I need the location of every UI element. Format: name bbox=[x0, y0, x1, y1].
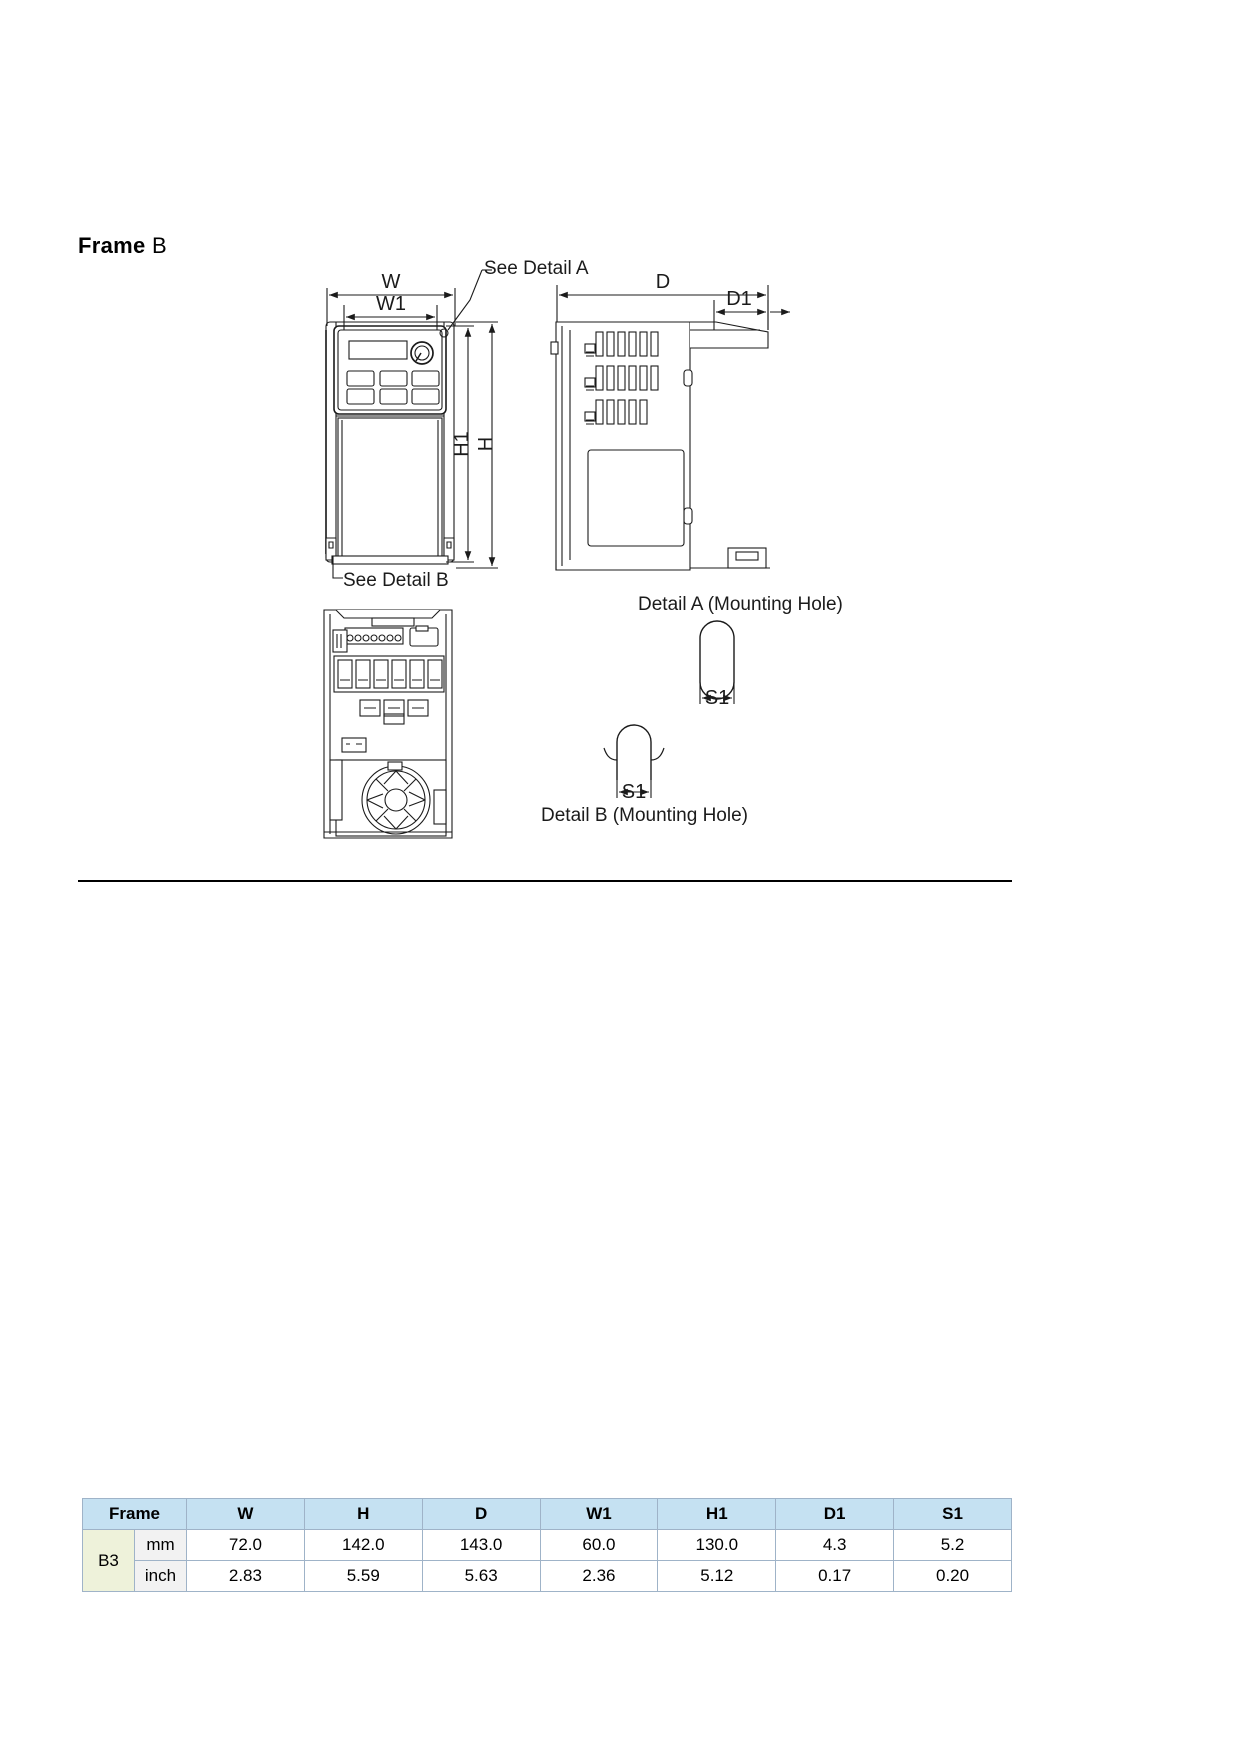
see-detail-b-label: See Detail B bbox=[343, 570, 449, 591]
table-row: B3 mm 72.0 142.0 143.0 60.0 130.0 4.3 5.… bbox=[82, 1529, 1012, 1592]
cell-inch-d1: 0.17 bbox=[775, 1560, 895, 1592]
table-header-w1: W1 bbox=[539, 1498, 659, 1530]
unit-cell-inch: inch bbox=[134, 1560, 187, 1592]
cell-inch-w1: 2.36 bbox=[539, 1560, 659, 1592]
dim-label-s1-detail-b: S1 bbox=[622, 781, 646, 803]
dim-d bbox=[556, 285, 769, 330]
cell-mm-w1: 60.0 bbox=[539, 1529, 659, 1561]
side-view bbox=[550, 321, 770, 571]
table-header-s1: S1 bbox=[893, 1498, 1012, 1530]
dim-h bbox=[456, 321, 498, 569]
leader-see-detail-b bbox=[332, 556, 343, 579]
dim-label-h: H bbox=[475, 437, 497, 451]
dim-h1 bbox=[446, 325, 474, 563]
see-detail-a-label: See Detail A bbox=[484, 258, 589, 279]
table-header-d1: D1 bbox=[775, 1498, 895, 1530]
leader-see-detail-a bbox=[439, 269, 492, 338]
dim-label-d: D bbox=[656, 271, 670, 293]
dimension-table-container: Frame W H D W1 H1 D1 S1 B3 mm 72.0 142.0… bbox=[82, 1498, 1012, 1592]
dim-w1 bbox=[343, 305, 438, 330]
dim-label-w1: W1 bbox=[376, 293, 406, 315]
cell-mm-d: 143.0 bbox=[421, 1529, 541, 1561]
page-title-frame-letter: B bbox=[151, 233, 167, 258]
page-title: Frame B bbox=[78, 233, 167, 259]
cell-mm-h: 142.0 bbox=[303, 1529, 423, 1561]
cell-mm-h1: 130.0 bbox=[657, 1529, 777, 1561]
detail-b-caption: Detail B (Mounting Hole) bbox=[541, 805, 748, 826]
page-title-bold: Frame bbox=[78, 233, 146, 258]
table-header-w: W bbox=[186, 1498, 305, 1530]
dim-label-d1: D1 bbox=[726, 288, 752, 310]
dim-d1 bbox=[713, 300, 790, 330]
table-header-frame: Frame bbox=[82, 1498, 187, 1530]
cell-mm-w: 72.0 bbox=[186, 1529, 305, 1561]
front-view bbox=[325, 321, 455, 565]
frame-code-cell: B3 bbox=[82, 1529, 135, 1592]
table-header-d: D bbox=[421, 1498, 541, 1530]
detail-b-shape bbox=[603, 724, 665, 798]
cell-inch-w: 2.83 bbox=[186, 1560, 305, 1592]
dim-label-w: W bbox=[382, 271, 401, 293]
unit-cell-mm: mm bbox=[134, 1529, 187, 1561]
table-row: inch 2.83 5.59 5.63 2.36 5.12 0.17 0.20 bbox=[83, 1560, 1012, 1592]
bottom-view bbox=[323, 609, 453, 839]
cell-inch-h1: 5.12 bbox=[657, 1560, 777, 1592]
dim-w bbox=[326, 288, 456, 326]
section-divider bbox=[78, 880, 1012, 882]
cell-mm-d1: 4.3 bbox=[775, 1529, 895, 1561]
table-header-row: Frame W H D W1 H1 D1 S1 bbox=[82, 1498, 1012, 1530]
cell-inch-s1: 0.20 bbox=[893, 1560, 1012, 1592]
table-header-h: H bbox=[303, 1498, 423, 1530]
detail-a-shape bbox=[699, 620, 735, 704]
cell-inch-d: 5.63 bbox=[421, 1560, 541, 1592]
table-header-h1: H1 bbox=[657, 1498, 777, 1530]
dimension-table: Frame W H D W1 H1 D1 S1 B3 mm 72.0 142.0… bbox=[82, 1498, 1012, 1592]
detail-a-caption: Detail A (Mounting Hole) bbox=[638, 594, 843, 615]
dim-label-s1-detail-a: S1 bbox=[705, 687, 729, 709]
dim-label-h1: H1 bbox=[451, 431, 473, 457]
cell-inch-h: 5.59 bbox=[303, 1560, 423, 1592]
cell-mm-s1: 5.2 bbox=[893, 1529, 1012, 1561]
